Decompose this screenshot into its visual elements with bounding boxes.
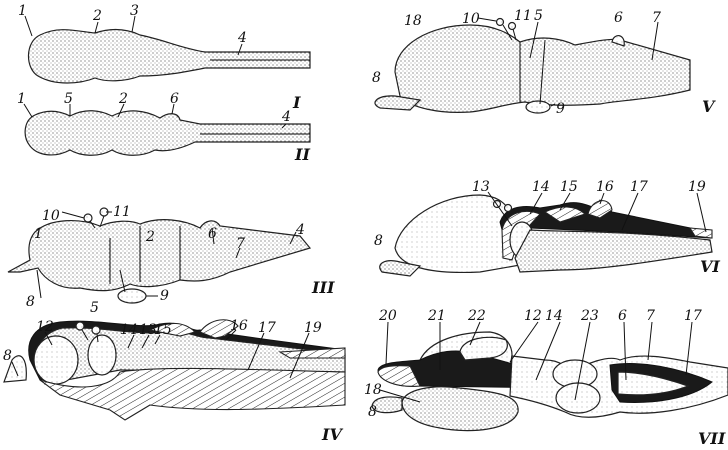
label: 23 — [580, 308, 599, 324]
neural-tube-stage-II — [24, 110, 311, 156]
figure-numeral: III — [311, 278, 335, 297]
label: 8 — [26, 294, 35, 310]
label: 6 — [618, 308, 627, 324]
figure-numeral: VI — [700, 257, 720, 276]
label: 14 — [532, 179, 550, 195]
figure-VI: 13 14 15 16 17 19 8 VI — [374, 179, 720, 277]
label: 5 — [64, 91, 73, 107]
label: 16 — [596, 179, 614, 195]
hypophysis-9 — [117, 288, 147, 304]
label: 6 — [614, 10, 623, 26]
brainstem-VI — [514, 229, 713, 273]
label: 17 — [684, 308, 702, 324]
label: 19 — [304, 320, 322, 336]
label: 11 — [514, 8, 532, 24]
label: 18 — [364, 382, 382, 398]
figure-V: 18 10 11 5 6 7 8 9 V — [372, 8, 716, 117]
label: 15 — [560, 179, 578, 195]
floor-IV — [39, 367, 346, 421]
label: 1 — [17, 91, 26, 107]
label: 10 — [462, 11, 480, 27]
label: 20 — [378, 308, 397, 324]
label: 1 — [18, 3, 27, 19]
label: 9 — [556, 101, 565, 117]
label: 21 — [427, 308, 446, 324]
label: 10 — [42, 208, 60, 224]
label: 5 — [90, 300, 99, 316]
label: 2 — [92, 8, 102, 24]
label: 13 — [472, 179, 490, 195]
hemisphere-VI — [394, 194, 521, 274]
label: 6 — [208, 226, 217, 242]
label: 2 — [118, 91, 128, 107]
label: 17 — [258, 320, 276, 336]
label: 4 — [281, 109, 291, 125]
figure-II: 1 5 2 6 4 II — [17, 91, 311, 164]
figure-numeral: II — [294, 145, 310, 164]
label: 8 — [3, 348, 12, 364]
label: 13 — [139, 322, 157, 338]
label: 4 — [295, 222, 305, 238]
figure-I: 1 2 3 4 I — [18, 3, 311, 112]
figure-numeral: IV — [321, 425, 343, 444]
figure-numeral: V — [702, 97, 716, 116]
label: 22 — [467, 308, 486, 324]
label: 2 — [145, 229, 155, 245]
label: 8 — [368, 404, 377, 420]
label: 9 — [160, 288, 169, 304]
label: 8 — [374, 233, 383, 249]
label: 14 — [545, 308, 563, 324]
figure-III: 10 11 1 2 6 7 4 8 5 9 III — [7, 204, 335, 316]
neural-tube-stage-I — [27, 28, 311, 84]
label: 8 — [372, 70, 381, 86]
figure-IV: 12 14 13 15 16 17 19 8 IV — [3, 318, 346, 444]
label: 11 — [113, 204, 131, 220]
brain-stage-III — [7, 219, 312, 292]
label: 18 — [404, 13, 422, 29]
label: 4 — [237, 30, 247, 46]
label: 3 — [130, 3, 139, 19]
label: 7 — [646, 308, 655, 324]
label: 6 — [170, 91, 179, 107]
hypophysis-9 — [525, 100, 551, 114]
label: 15 — [154, 322, 172, 338]
label: 7 — [652, 10, 661, 26]
figure-VII: 20 21 22 12 14 23 6 7 17 18 8 VII — [364, 308, 728, 448]
label: 5 — [534, 8, 543, 24]
lower-hemisphere-VII — [401, 386, 519, 432]
label: 17 — [630, 179, 648, 195]
label: 7 — [236, 236, 245, 252]
label: 16 — [230, 318, 248, 334]
label: 19 — [688, 179, 706, 195]
figure-numeral: I — [292, 93, 301, 112]
label: 1 — [34, 226, 43, 242]
figure-numeral: VII — [698, 429, 726, 448]
label: 12 — [36, 319, 54, 335]
label: 14 — [120, 322, 138, 338]
label: 12 — [524, 308, 542, 324]
